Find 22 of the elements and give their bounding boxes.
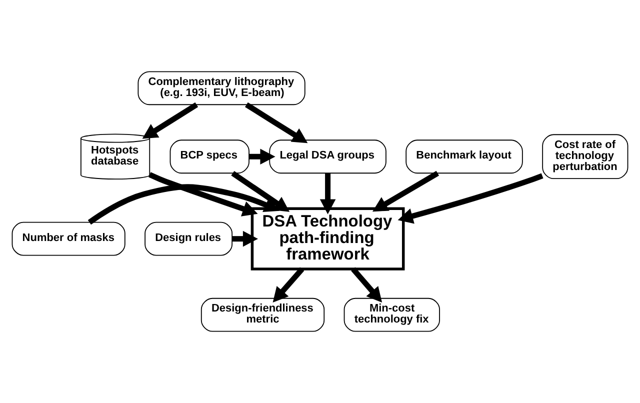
arrow [351, 267, 382, 302]
node-box: Complementary lithography (e.g. 193i, EUV, E-beam) [138, 71, 306, 106]
node-box: Design rules [144, 222, 233, 256]
node-box: BCP specs [170, 140, 250, 174]
node-box: Design-friendliness metric [200, 298, 325, 332]
arrow [88, 184, 280, 225]
arrow [249, 148, 276, 165]
arrow [245, 102, 308, 144]
arrow [372, 170, 440, 212]
arrow [272, 267, 304, 302]
arrow [398, 173, 544, 224]
node-box: Number of masks [12, 222, 126, 256]
node-box: Benchmark layout [406, 140, 523, 174]
node-box: DSA Technology path-finding framework [250, 207, 405, 270]
node-box: Min-cost technology fix [344, 298, 440, 332]
node-box: Cost rate of technology perturbation [542, 134, 628, 180]
arrow [142, 102, 198, 139]
arrow [320, 173, 336, 214]
node-box: Legal DSA groups [269, 140, 386, 174]
arrow [148, 172, 258, 216]
arrow [231, 170, 290, 212]
arrow [232, 230, 258, 247]
